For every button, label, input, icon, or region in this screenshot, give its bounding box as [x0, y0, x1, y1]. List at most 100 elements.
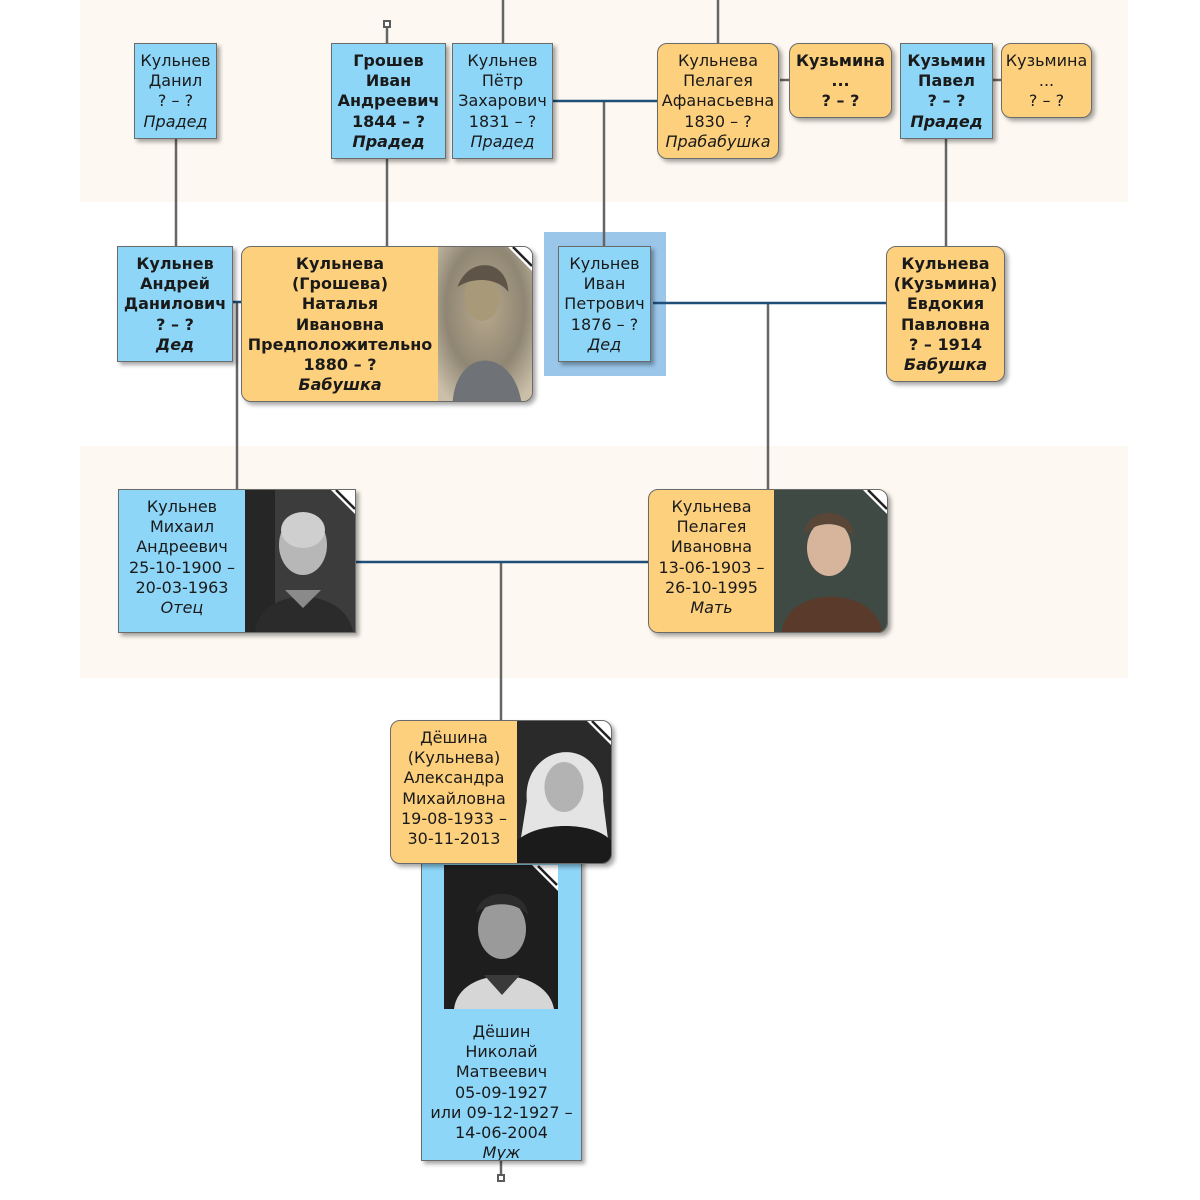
person-line: 05-09-1927 — [455, 1082, 548, 1102]
person-line: 1876 – ? — [570, 314, 639, 334]
person-line: ? – ? — [157, 91, 194, 111]
person-line: или 09-12-1927 – — [430, 1102, 573, 1122]
portrait-photo — [245, 490, 355, 632]
relation-label: Мать — [690, 598, 733, 618]
person-line: Кузьмина — [1005, 51, 1088, 70]
person-line: (Грошева) — [291, 274, 389, 294]
person-line: Кульнева — [901, 254, 990, 273]
person-line: 1880 – ? — [303, 355, 377, 375]
person-line: Грошев — [353, 51, 424, 70]
person-line: 25-10-1900 – — [128, 557, 236, 577]
person-line: (Кузьмина) — [893, 274, 998, 294]
person-line: Данил — [148, 71, 203, 91]
person-line: Андреевич — [136, 537, 228, 557]
person-line: ? – 1914 — [909, 334, 982, 354]
person-line: Матвеевич — [455, 1062, 548, 1082]
person-card-kulneva-evdokiya[interactable]: Кульнева (Кузьмина) Евдокия Павловна ? –… — [886, 246, 1005, 382]
relation-label: Прадед — [352, 131, 425, 151]
person-line: Ивановна — [670, 537, 753, 557]
person-card-kulneva-pelageya-afanasyevna[interactable]: Кульнева Пелагея Афанасьевна 1830 – ? Пр… — [657, 43, 779, 159]
person-line: 14-06-2004 — [455, 1123, 548, 1143]
relation-label: Прабабушка — [665, 131, 771, 151]
person-card-deshin-nikolay[interactable]: Дёшин Николай Матвеевич 05-09-1927 или 0… — [421, 856, 582, 1161]
person-line: 1830 – ? — [684, 111, 752, 131]
person-line: Наталья — [301, 294, 379, 314]
person-line: Кульнев — [467, 51, 538, 70]
person-line: ? – ? — [927, 91, 966, 111]
person-line: Кульнева — [671, 497, 752, 516]
person-line: Предположительно — [247, 334, 433, 354]
person-line: 30-11-2013 — [407, 829, 501, 849]
person-line: Андрей — [140, 274, 210, 294]
person-line: Дёшин — [472, 1022, 531, 1041]
person-line: Пелагея — [676, 517, 747, 537]
portrait-photo — [438, 247, 532, 401]
person-line: Александра — [403, 768, 505, 788]
person-card-kulnev-petr[interactable]: Кульнев Пётр Захарович 1831 – ? Прадед — [452, 43, 553, 159]
person-card-kulneva-natalya[interactable]: Кульнева (Грошева) Наталья Ивановна Пред… — [241, 246, 533, 402]
person-card-groshev-ivan[interactable]: Грошев Иван Андреевич 1844 – ? Прадед — [331, 43, 446, 159]
person-card-kulneva-pelageya-ivanovna[interactable]: Кульнева Пелагея Ивановна 13-06-1903 – 2… — [648, 489, 888, 633]
mourning-ribbon-icon — [331, 490, 355, 514]
portrait-photo — [517, 721, 611, 863]
person-line: 1831 – ? — [468, 111, 537, 131]
person-line: Кузьмин — [907, 51, 986, 70]
relation-label: Бабушка — [903, 355, 988, 375]
relation-label: Отец — [160, 598, 204, 618]
person-line: Дёшина — [420, 728, 488, 747]
portrait-photo — [774, 490, 887, 632]
relation-label: Бабушка — [298, 375, 382, 395]
person-line: Иван — [365, 71, 412, 91]
relation-label: Прадед — [910, 111, 983, 131]
person-card-deshina-aleksandra[interactable]: Дёшина (Кульнева) Александра Михайловна … — [390, 720, 612, 864]
person-line: Андреевич — [337, 91, 440, 111]
mourning-ribbon-icon — [532, 865, 558, 891]
relation-label: Дед — [155, 334, 195, 354]
person-line: Павел — [918, 71, 975, 91]
person-line: Пелагея — [683, 71, 753, 91]
person-card-kuzmin-pavel[interactable]: Кузьмин Павел ? – ? Прадед — [900, 43, 993, 139]
expand-connector-bottom[interactable] — [497, 1174, 505, 1182]
person-line: ... — [1038, 71, 1055, 91]
person-line: Кульнева — [677, 51, 759, 70]
person-line: 13-06-1903 – — [658, 557, 765, 577]
relation-label: Муж — [482, 1143, 521, 1161]
person-line: ? – ? — [821, 91, 860, 111]
person-line: (Кульнева) — [407, 748, 501, 768]
mourning-ribbon-icon — [587, 721, 611, 745]
person-line: Кульнев — [140, 51, 211, 70]
person-line: Евдокия — [906, 294, 985, 314]
person-line: Пётр — [481, 71, 524, 91]
person-line: ... — [831, 71, 850, 91]
person-line: Павловна — [901, 314, 990, 334]
person-line: Кульнева — [295, 254, 385, 273]
person-line: Михайловна — [402, 788, 506, 808]
relation-label: Прадед — [143, 111, 208, 131]
expand-connector-top[interactable] — [383, 20, 391, 28]
person-line: Ивановна — [295, 314, 385, 334]
person-line: Кульнев — [146, 497, 218, 516]
person-line: 1844 – ? — [352, 111, 425, 131]
relation-label: Прадед — [470, 131, 535, 151]
person-line: Михаил — [149, 517, 215, 537]
mourning-ribbon-icon — [863, 490, 887, 514]
person-line: Николай — [465, 1042, 538, 1062]
person-line: Захарович — [458, 91, 547, 111]
person-card-kulnev-danil[interactable]: Кульнев Данил ? – ? Прадед — [134, 43, 217, 139]
person-line: Афанасьевна — [661, 91, 775, 111]
person-card-kuzmina-1[interactable]: Кузьмина ... ? – ? — [789, 43, 892, 118]
person-line: Кузьмина — [795, 51, 886, 70]
mourning-ribbon-icon — [508, 247, 532, 271]
relation-label: Дед — [587, 334, 622, 354]
person-line: 20-03-1963 — [135, 577, 229, 597]
person-line: Кульнев — [136, 254, 214, 273]
portrait-photo — [444, 865, 558, 1009]
person-card-kulnev-andrey[interactable]: Кульнев Андрей Данилович ? – ? Дед — [117, 246, 233, 362]
person-card-kuzmina-2[interactable]: Кузьмина ... ? – ? — [1001, 43, 1092, 118]
person-line: Кульнев — [569, 254, 640, 273]
person-card-kulnev-mikhail[interactable]: Кульнев Михаил Андреевич 25-10-1900 – 20… — [118, 489, 356, 633]
person-card-kulnev-ivan-petrovich[interactable]: Кульнев Иван Петрович 1876 – ? Дед — [558, 246, 651, 362]
person-line: Петрович — [564, 294, 645, 314]
person-line: 26-10-1995 — [665, 577, 758, 597]
